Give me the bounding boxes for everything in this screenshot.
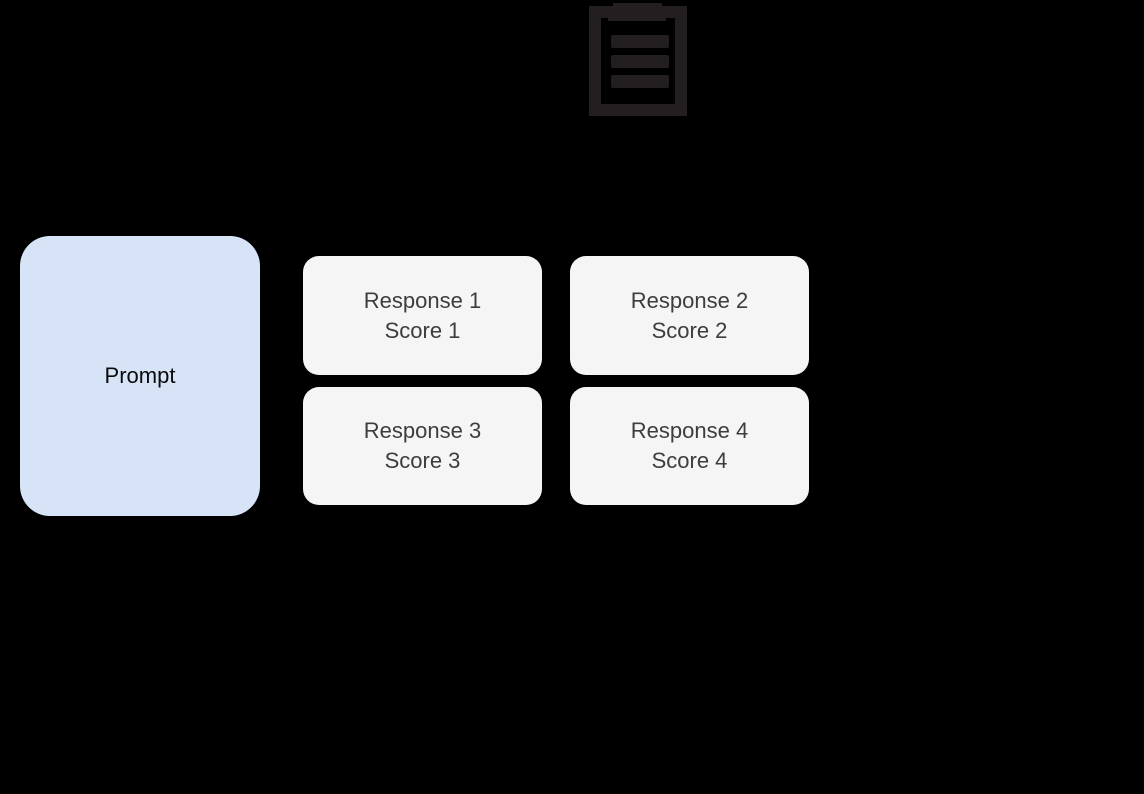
response-box-1: Response 1 Score 1 [303, 256, 542, 375]
response-box-4: Response 4 Score 4 [570, 387, 809, 505]
response-3-title: Response 3 [363, 418, 482, 443]
response-4-title: Response 4 [630, 418, 749, 443]
response-box-2: Response 2 Score 2 [570, 256, 809, 375]
response-3-score: Score 3 [384, 448, 461, 473]
response-box-3: Response 3 Score 3 [303, 387, 542, 505]
response-1-score: Score 1 [384, 317, 461, 343]
response-4-score: Score 4 [651, 448, 728, 473]
prompt-label: Prompt [104, 363, 176, 388]
prompt-box: Prompt [20, 236, 260, 516]
response-2-score: Score 2 [651, 317, 728, 343]
clipboard-icon [589, 3, 687, 116]
response-2-title: Response 2 [630, 287, 749, 313]
response-1-title: Response 1 [363, 287, 482, 313]
